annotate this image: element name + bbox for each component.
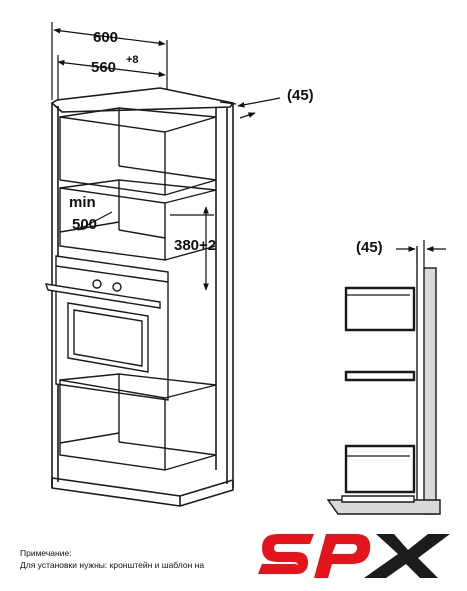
note-body: Для установки нужны: кронштейн и шаблон …: [20, 560, 205, 570]
dim-45-top: (45): [287, 87, 314, 104]
dim-min-label: min: [69, 194, 96, 211]
dim-600: 600: [93, 29, 118, 46]
oven: [44, 255, 169, 401]
note-title: Примечание:: [20, 548, 72, 558]
top-compartment: [59, 107, 217, 196]
spx-logo: [258, 534, 450, 578]
dim-45-side: (45): [356, 239, 383, 256]
dim-min-value: 500: [72, 216, 97, 233]
side-dimension: [396, 240, 446, 268]
dimension-lines: [51, 22, 281, 291]
bottom-compartment: [59, 373, 217, 471]
side-view: [326, 246, 441, 515]
cabinet: [51, 87, 234, 507]
dim-380: 380+2: [174, 237, 216, 254]
dim-560-tolerance: +8: [126, 54, 139, 66]
dim-560: 560: [91, 59, 116, 76]
